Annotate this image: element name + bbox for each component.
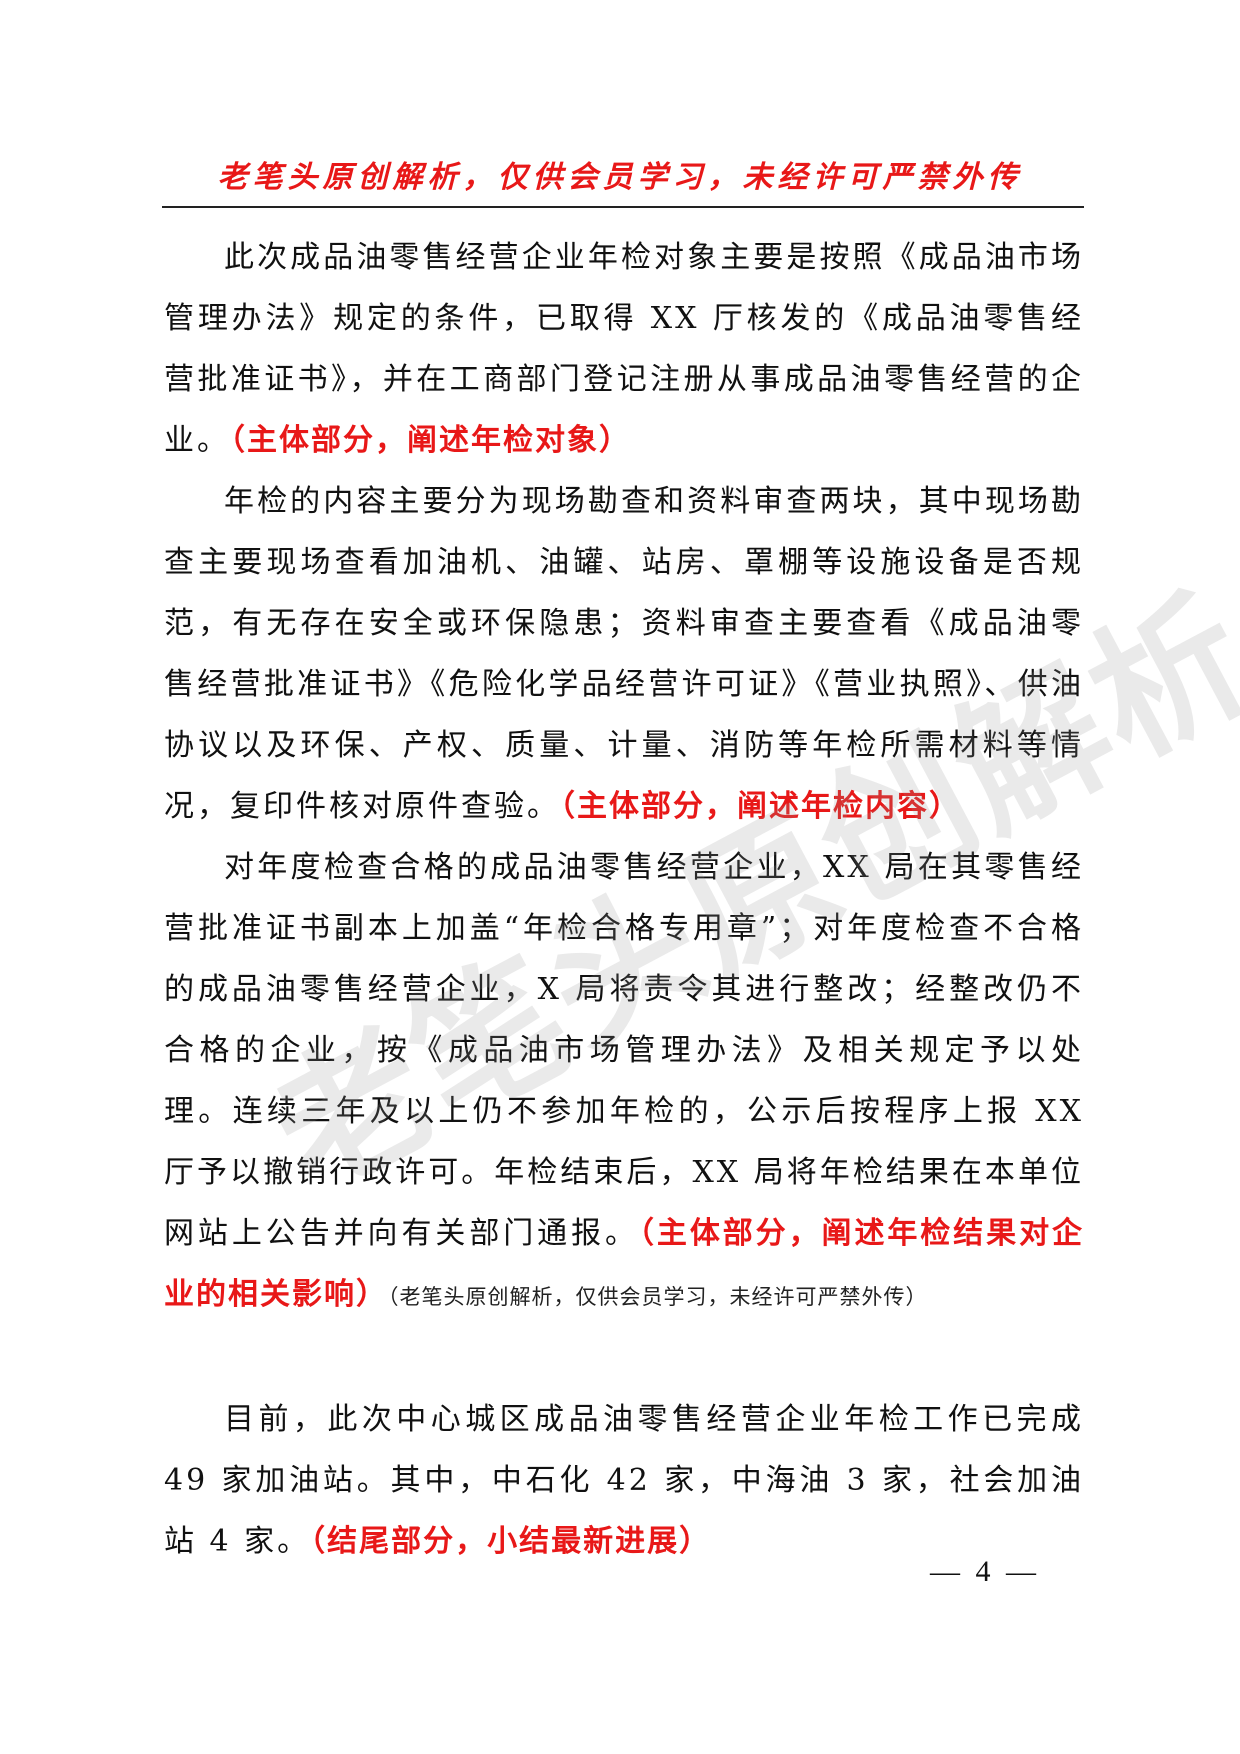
document-body: 此次成品油零售经营企业年检对象主要是按照《成品油市场管理办法》规定的条件，已取得… (164, 227, 1084, 1572)
header-divider (162, 206, 1084, 208)
paragraph-gap (164, 1328, 1084, 1389)
copyright-note: （老笔头原创解析，仅供会员学习，未经许可严禁外传） (388, 1285, 928, 1309)
paragraph-text: 对年度检查合格的成品油零售经营企业，XX 局在其零售经营批准证书副本上加盖“年检… (164, 850, 1084, 1251)
annotation-note: （主体部分，阐述年检结果对企业的相关影响） (164, 1216, 1085, 1312)
page-header: 老笔头原创解析，仅供会员学习，未经许可严禁外传 (217, 160, 1023, 195)
paragraph-inspection-scope: 此次成品油零售经营企业年检对象主要是按照《成品油市场管理办法》规定的条件，已取得… (164, 227, 1084, 471)
paragraph-inspection-results: 对年度检查合格的成品油零售经营企业，XX 局在其零售经营批准证书副本上加盖“年检… (164, 837, 1084, 1328)
paragraph-text: 目前，此次中心城区成品油零售经营企业年检工作已完成 49 家加油站。其中，中石化… (164, 1402, 1084, 1559)
annotation-note: （结尾部分，小结最新进展） (310, 1524, 712, 1559)
annotation-note: （主体部分，阐述年检内容） (560, 789, 961, 824)
paragraph-text: 年检的内容主要分为现场勘查和资料审查两块，其中现场勘查主要现场查看加油机、油罐、… (164, 484, 1084, 824)
annotation-note: （主体部分，阐述年检对象） (230, 423, 631, 458)
page-number: — 4 — (930, 1555, 1040, 1588)
paragraph-text: 此次成品油零售经营企业年检对象主要是按照《成品油市场管理办法》规定的条件，已取得… (164, 240, 1084, 458)
paragraph-inspection-content: 年检的内容主要分为现场勘查和资料审查两块，其中现场勘查主要现场查看加油机、油罐、… (164, 471, 1084, 837)
paragraph-progress-summary: 目前，此次中心城区成品油零售经营企业年检工作已完成 49 家加油站。其中，中石化… (164, 1389, 1084, 1572)
